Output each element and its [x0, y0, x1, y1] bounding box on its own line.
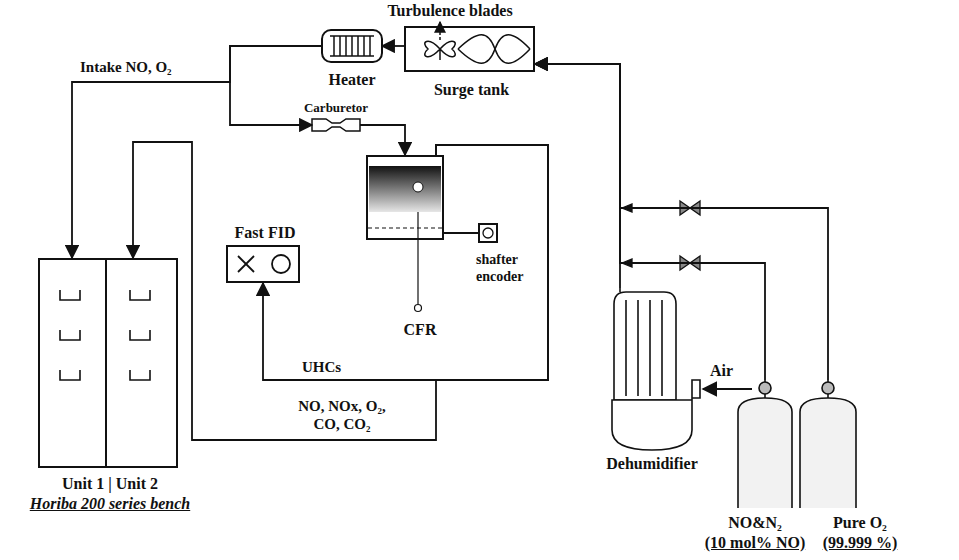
carburetor: Carburetor [312, 119, 360, 131]
gas-cylinders [738, 380, 856, 508]
valve-symbols [622, 201, 700, 270]
node-label: Dehumidifier [592, 454, 712, 473]
heater-symbol [322, 30, 382, 62]
turbulence-blades [425, 22, 530, 63]
node-sublabel: (10 mol% NO) [695, 533, 815, 552]
shaft-encoder: shafter encoder [478, 223, 498, 243]
air-inlet-label: Air [708, 362, 752, 380]
flow-connector [535, 64, 828, 380]
carburetor-symbol [312, 119, 360, 131]
flow-connector [535, 64, 765, 380]
flow-connector [382, 45, 404, 47]
o2-cylinder: Pure O₂(99.999 %) [800, 380, 856, 508]
horiba-bench: Unit 1 | Unit 2Horiba 200 series bench [38, 258, 178, 468]
node-label: Surge tank [396, 80, 547, 99]
encoder-disc [483, 228, 493, 238]
fast-fid: Fast FID [226, 245, 300, 283]
callout-label: Turbulence blades [368, 2, 532, 20]
edge-label: NO, NOx, O₂, CO, CO₂ [285, 397, 399, 433]
analyzer-bench [60, 258, 150, 468]
node-label: CFR [395, 320, 445, 339]
fid-symbols [238, 255, 290, 273]
node-label: Unit 1 | Unit 2 [20, 474, 200, 493]
node-label: Heater [302, 70, 402, 89]
edge-label: UHCs [300, 358, 364, 376]
surge-tank: Surge tank [404, 26, 535, 72]
flow-connector [360, 125, 405, 155]
no-cylinder: NO&N₂(10 mol% NO) [738, 380, 792, 508]
flow-connector [444, 232, 478, 234]
dehumidifier: Dehumidifier [612, 288, 692, 450]
node-label: NO&N₂ [695, 513, 815, 532]
node-label: shafter encoder [476, 251, 542, 285]
dehumidifier-symbol [612, 288, 752, 450]
heater: Heater [322, 30, 382, 62]
node-label: Fast FID [218, 223, 312, 242]
cfr-engine: CFR [366, 155, 444, 240]
node-label: Carburetor [286, 98, 386, 117]
flow-connector [72, 46, 322, 258]
flow-connector [133, 142, 548, 440]
node-label: Pure O₂ [800, 513, 920, 532]
node-sublabel: (99.999 %) [800, 533, 920, 552]
flow-connector [263, 145, 548, 380]
node-sublabel: Horiba 200 series bench [10, 494, 210, 513]
edge-label: Intake NO, O₂ [78, 58, 212, 76]
